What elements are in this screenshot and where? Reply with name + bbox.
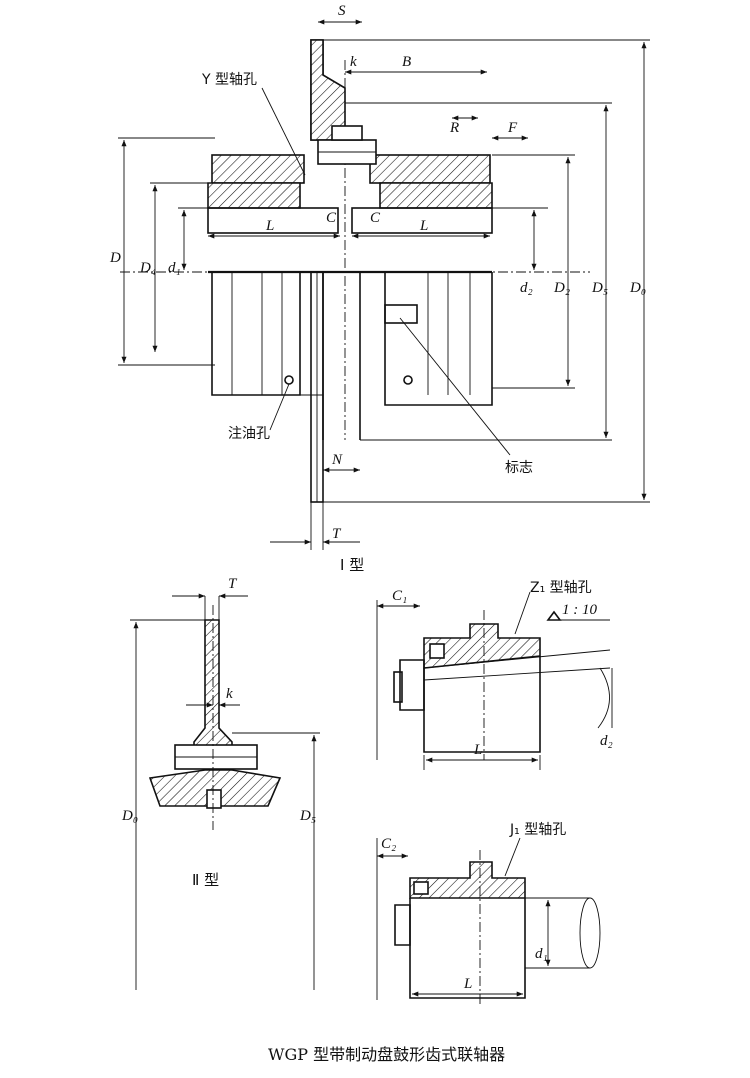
dim-r: R bbox=[449, 120, 459, 136]
dim-d: D bbox=[109, 250, 121, 266]
type-ii-view: D₀ D₅ T k Ⅱ 型 bbox=[121, 576, 320, 990]
right-sleeve-flange bbox=[369, 154, 491, 184]
dim-t: T bbox=[332, 526, 342, 542]
right-sleeve-body bbox=[384, 272, 493, 406]
dim-d2-small: d₂ bbox=[520, 280, 533, 296]
z1-taper: 1 : 10 bbox=[562, 602, 597, 618]
j1-hub-section bbox=[409, 861, 526, 899]
callout-j1-bore: J₁ 型轴孔 bbox=[509, 822, 566, 838]
type-i-title: I 型 bbox=[340, 556, 364, 574]
type-ii-k: k bbox=[226, 686, 233, 702]
type-ii-title: Ⅱ 型 bbox=[192, 871, 219, 889]
z1-dz: d₂ bbox=[600, 733, 613, 749]
dim-d1: d₁ bbox=[168, 260, 181, 276]
callout-z1-bore: Z₁ 型轴孔 bbox=[530, 580, 592, 596]
callout-y-bore: Y 型轴孔 bbox=[201, 72, 257, 88]
dim-s: S bbox=[338, 3, 346, 19]
callout-mark: 标志 bbox=[505, 460, 533, 476]
brake-disc-flange bbox=[310, 39, 346, 141]
z1-l: L bbox=[473, 742, 482, 758]
dim-d5: D₅ bbox=[591, 280, 608, 296]
callout-oil-hole: 注油孔 bbox=[228, 426, 270, 442]
dim-d2: D₂ bbox=[553, 280, 570, 296]
oil-hole-right bbox=[403, 375, 413, 385]
dim-c-right: C bbox=[370, 210, 381, 226]
oil-hole-left bbox=[284, 375, 294, 385]
type-ii-t: T bbox=[228, 576, 238, 592]
mark-plate bbox=[384, 304, 418, 324]
j1-d1: d₁ bbox=[535, 946, 548, 962]
left-hub bbox=[207, 182, 301, 209]
dim-f: F bbox=[507, 120, 518, 136]
type-i-view: S B k R F C C L L D D₄ d₁ d₂ D₂ bbox=[109, 3, 650, 574]
left-sleeve-body bbox=[211, 272, 301, 396]
right-hub bbox=[379, 182, 493, 209]
dim-d4: D₄ bbox=[139, 260, 156, 276]
left-sleeve-flange bbox=[211, 154, 305, 184]
type-ii-hub bbox=[148, 769, 282, 807]
j1-bore-view: C₂ L d₁ J₁ 型轴孔 bbox=[376, 822, 601, 1005]
dim-c-left: C bbox=[326, 210, 337, 226]
dim-k: k bbox=[350, 54, 357, 70]
j1-c2: C₂ bbox=[381, 836, 396, 852]
z1-c1: C₁ bbox=[392, 588, 407, 604]
dim-l-left: L bbox=[265, 218, 274, 234]
dim-l-right: L bbox=[419, 218, 428, 234]
dim-b: B bbox=[402, 54, 411, 70]
dim-d0: D₀ bbox=[629, 280, 646, 296]
dim-n: N bbox=[331, 452, 343, 468]
figure-caption: WGP 型带制动盘鼓形齿式联轴器 bbox=[268, 1045, 505, 1064]
type-ii-d5: D₅ bbox=[299, 808, 316, 824]
type-ii-d0: D₀ bbox=[121, 808, 138, 824]
j1-l: L bbox=[463, 976, 472, 992]
z1-bore-view: C₁ L d₂ Z₁ 型轴孔 1 : 10 bbox=[376, 580, 613, 770]
